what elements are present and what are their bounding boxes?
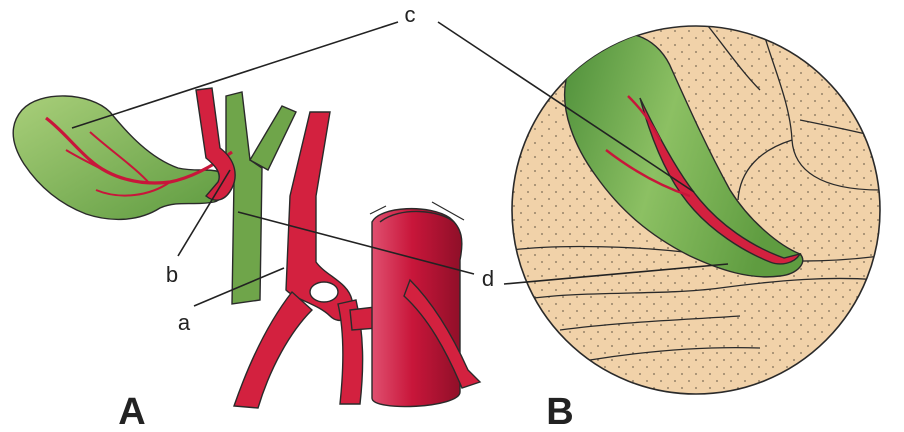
panel-label-b: B bbox=[546, 391, 573, 432]
label-a: a bbox=[178, 310, 191, 335]
panel-label-a: A bbox=[118, 391, 145, 432]
panel-a-illustration bbox=[13, 88, 480, 408]
gastroduodenal-artery bbox=[234, 292, 312, 408]
artery-loop bbox=[310, 282, 338, 302]
panel-b-illustration bbox=[512, 16, 890, 394]
label-b: b bbox=[166, 262, 178, 287]
hepatic-duct-right bbox=[250, 106, 296, 170]
label-d: d bbox=[482, 266, 494, 291]
label-c: c bbox=[405, 2, 416, 27]
common-bile-duct bbox=[226, 92, 262, 304]
